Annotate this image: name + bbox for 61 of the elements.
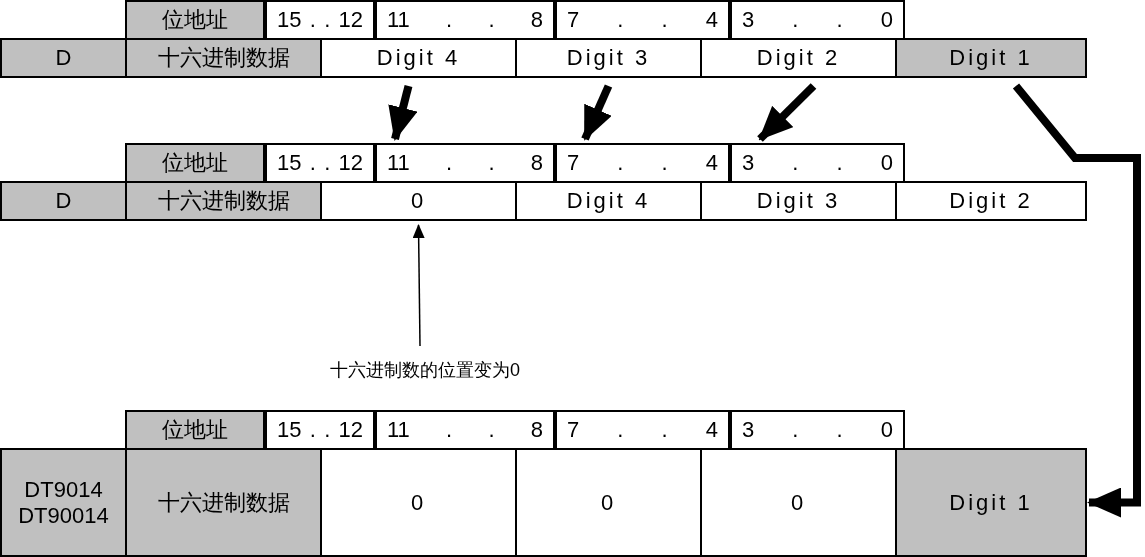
cell-text: Digit 1 (949, 489, 1033, 516)
cell-text: 3 . . 0 (742, 150, 893, 176)
table-cell (375, 410, 555, 450)
table-cell (125, 38, 322, 78)
table-cell (375, 143, 555, 183)
cell-text: Digit 2 (756, 45, 841, 71)
cell-text: 位地址 (162, 6, 228, 34)
cell-text: 十六进制数据 (157, 187, 290, 215)
note-text: 十六进制数的位置变为0 (330, 358, 520, 382)
arrow (388, 85, 418, 141)
cell-text: D (55, 188, 72, 214)
table-cell (730, 410, 905, 450)
cell-text: Digit 3 (756, 188, 841, 214)
table-cell (895, 38, 1087, 78)
table-cell (125, 448, 322, 557)
cell-text: 位地址 (162, 416, 228, 444)
cell-text: DT90014 (18, 502, 109, 529)
cell-text: 0 (410, 188, 427, 214)
cell-text: 7 . . 4 (567, 417, 718, 443)
cell-text: 3 . . 0 (742, 417, 893, 443)
cell-text: 15 . . 12 (277, 150, 363, 176)
cell-text: Digit 4 (566, 188, 651, 214)
cell-text: 11 . . 8 (387, 417, 543, 443)
cell-text: 7 . . 4 (567, 150, 718, 176)
table-cell (895, 181, 1087, 221)
table-cell (125, 0, 265, 40)
cell-text: 11 . . 8 (387, 7, 543, 33)
cell-text: Digit 2 (949, 188, 1033, 214)
arrow (757, 83, 817, 142)
table-cell (375, 0, 555, 40)
cell-text: 11 . . 8 (387, 150, 543, 176)
table-cell (730, 143, 905, 183)
table-cell (895, 448, 1087, 557)
table-cell (125, 181, 322, 221)
table-cell (555, 410, 730, 450)
cell-text: 7 . . 4 (567, 7, 718, 33)
table-cell (555, 143, 730, 183)
cell-text: 0 (790, 489, 807, 516)
cell-text: D (55, 45, 72, 71)
table-cell (125, 143, 265, 183)
arrow (412, 224, 425, 347)
cell-text: Digit 3 (566, 45, 651, 71)
cell-text: 15 . . 12 (277, 7, 363, 33)
table-cell (125, 410, 265, 450)
cell-text: 十六进制数据 (157, 488, 290, 517)
cell-text: 十六进制数据 (157, 44, 290, 72)
cell-text: 15 . . 12 (277, 417, 363, 443)
arrow (581, 84, 613, 141)
table-cell (555, 0, 730, 40)
table-cell (0, 38, 127, 78)
cell-text: 0 (410, 489, 427, 516)
table-cell (0, 448, 127, 557)
cell-text: 位地址 (162, 149, 228, 177)
arrow (1012, 83, 1141, 518)
cell-text: 0 (600, 489, 617, 516)
table-cell (730, 0, 905, 40)
cell-text: DT9014 (24, 476, 103, 503)
cell-text: 3 . . 0 (742, 7, 893, 33)
cell-text: Digit 1 (949, 45, 1033, 71)
table-cell (0, 181, 127, 221)
cell-text: Digit 4 (376, 45, 461, 71)
